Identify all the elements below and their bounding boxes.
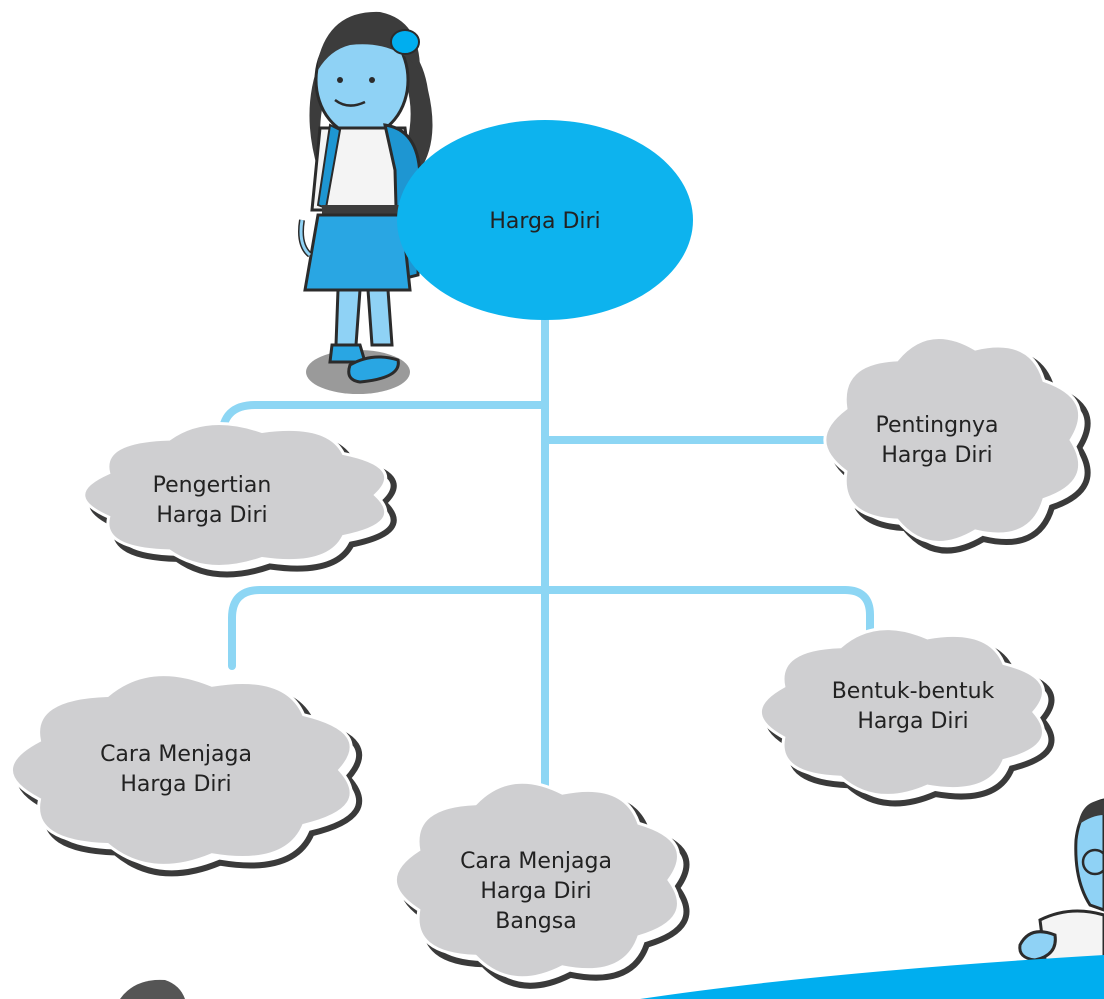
cloud-nodes <box>10 335 1091 989</box>
cloud-body <box>393 780 680 980</box>
cloud-node-bentuk <box>758 627 1055 807</box>
root-node <box>397 120 693 320</box>
bottom-left-fragment <box>120 979 185 999</box>
cloud-body <box>823 335 1082 545</box>
cloud-body <box>758 627 1045 797</box>
cloud-body <box>82 422 388 568</box>
cloud-node-cara-menjaga <box>10 673 363 877</box>
cloud-node-pentingnya <box>823 335 1091 554</box>
connector-cara-menjaga <box>228 586 549 670</box>
connector-bentuk <box>541 586 874 634</box>
girl-character-illustration <box>298 11 433 394</box>
cloud-node-cara-menjaga-bangsa <box>393 780 690 989</box>
cloud-body <box>10 673 353 867</box>
root-node-label: Harga Diri <box>489 209 601 234</box>
bottom-blue-band <box>640 955 1104 999</box>
cloud-node-pengertian <box>82 422 397 578</box>
connector-lines <box>218 314 874 789</box>
